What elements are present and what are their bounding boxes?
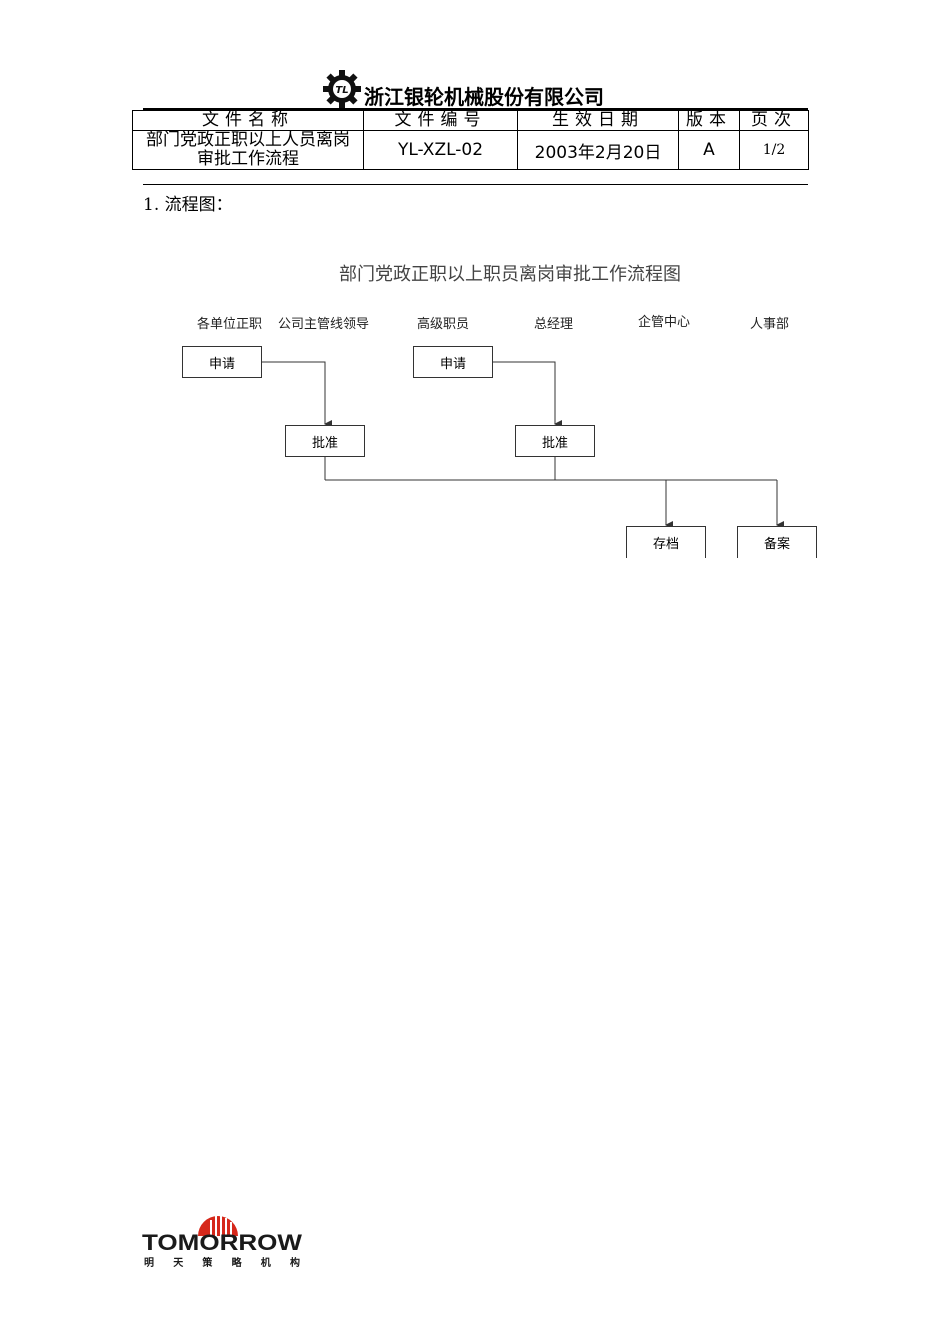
gear-logo-mark: TL	[335, 85, 348, 96]
tomorrow-brand-text: TOMORROW	[142, 1230, 302, 1255]
lane-hr-department: 人事部	[750, 317, 790, 332]
flow-node-apply-2: 申请	[413, 346, 493, 378]
header-effective-date: 生效日期	[517, 110, 679, 131]
file-name-value: 部门党政正职以上人员离岗审批工作流程	[132, 130, 364, 170]
file-number-value: YL-XZL-02	[363, 130, 518, 170]
company-gear-logo-icon: TL	[323, 70, 361, 108]
flow-node-record: 备案	[737, 526, 817, 558]
table-bottom-rule	[143, 184, 808, 185]
flow-node-apply-1: 申请	[182, 346, 262, 378]
header-rule	[143, 108, 808, 110]
company-header: TL 浙江银轮机械股份有限公司	[322, 66, 604, 112]
doc-info-table: 文件名称 文件编号 生效日期 版本 页次 部门党政正职以上人员离岗审批工作流程 …	[132, 110, 809, 170]
connector-apply1-approve1	[262, 361, 332, 428]
flow-node-record-label: 备案	[763, 537, 790, 552]
flowchart-title: 部门党政正职以上职员离岗审批工作流程图	[339, 264, 681, 285]
flow-node-approve-2: 批准	[515, 425, 595, 457]
flow-node-approve-1: 批准	[285, 425, 365, 457]
flow-node-archive-label: 存档	[652, 537, 679, 552]
doc-info-header-row: 文件名称 文件编号 生效日期 版本 页次	[132, 110, 809, 131]
page-value: 1/2	[739, 130, 809, 170]
connector-apply2-approve2	[492, 361, 562, 428]
footer-tomorrow-logo: TOMORROW 明天策略机构	[142, 1210, 304, 1270]
flow-node-apply-2-label: 申请	[439, 356, 466, 372]
lane-management-center: 企管中心	[638, 315, 691, 330]
lane-senior-staff: 高级职员	[417, 317, 470, 332]
tomorrow-logo-icon: TOMORROW 明天策略机构	[142, 1214, 302, 1269]
header-page: 页次	[739, 110, 809, 131]
section-title: 1. 流程图：	[143, 195, 233, 215]
image-crop-mask	[805, 300, 845, 340]
effective-date-value: 2003年2月20日	[517, 130, 679, 170]
lane-general-manager: 总经理	[534, 317, 574, 332]
version-value: A	[678, 130, 740, 170]
lane-vice-leader: 公司主管线领导	[278, 317, 370, 332]
file-name-text: 部门党政正职以上人员离岗审批工作流程	[146, 130, 350, 169]
flow-node-approve-1-label: 批准	[311, 435, 338, 451]
doc-info-value-row: 部门党政正职以上人员离岗审批工作流程 YL-XZL-02 2003年2月20日 …	[132, 130, 809, 170]
tomorrow-subtitle-text: 明天策略机构	[144, 1256, 300, 1269]
flow-connectors	[262, 361, 784, 529]
lane-unit-heads: 各单位正职	[197, 317, 263, 332]
flow-node-archive: 存档	[626, 526, 706, 558]
header-version: 版本	[678, 110, 740, 131]
company-name: 浙江银轮机械股份有限公司	[364, 84, 604, 109]
flow-node-apply-1-label: 申请	[208, 356, 235, 372]
flow-node-approve-2-label: 批准	[541, 435, 568, 451]
